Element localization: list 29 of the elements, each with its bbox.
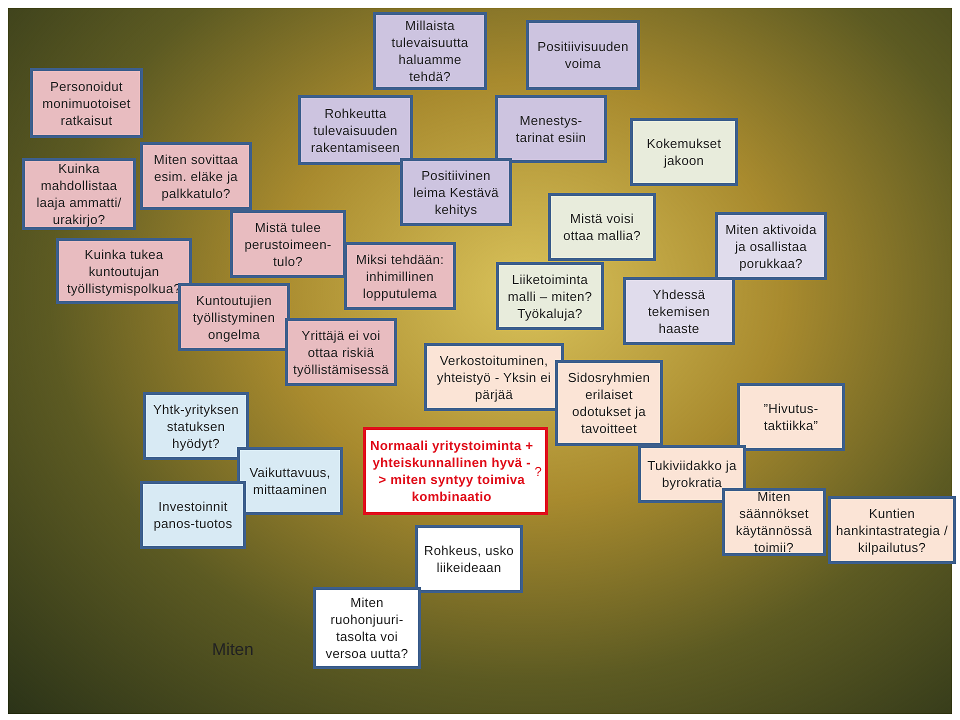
sticky-note: Miten säännökset käytännössä toimii? [722, 488, 826, 556]
sticky-note: Miksi tehdään: inhimillinen lopputulema [344, 242, 456, 310]
sticky-note: Kuntien hankintastrategia / kilpailutus? [828, 496, 956, 564]
sticky-note: Kuinka tukea kuntoutujan työllistymispolkua? [56, 238, 192, 304]
sticky-note: Mistä tulee perustoimeen- tulo? [230, 210, 346, 278]
sticky-note: Liiketoiminta malli – miten? Työkaluja? [496, 262, 604, 330]
sticky-note: Investoinnit panos-tuotos [140, 481, 246, 549]
sticky-note: ”Hivutus- taktiikka” [737, 383, 845, 451]
sticky-note: Positiivinen leima Kestävä kehitys [400, 158, 512, 226]
sticky-note: Miten aktivoida ja osallistaa porukkaa? [715, 212, 827, 280]
sticky-note: Kuntoutujien työllistyminen ongelma [178, 283, 290, 351]
sticky-note: Menestys- tarinat esiin [495, 95, 607, 163]
sticky-note: Kuinka mahdollistaa laaja ammatti/ urakirjo? [22, 158, 136, 230]
sticky-note: Yrittäjä ei voi ottaa riskiä työllistämisessä [285, 318, 397, 386]
sticky-note: Yhtk-yrityksen statuksen hyödyt? [143, 392, 249, 460]
sticky-note: Miten ruohonjuuri- tasolta voi versoa uutta? [313, 587, 421, 669]
sticky-note: Miten sovittaa esim. eläke ja palkkatulo? [140, 142, 252, 210]
sticky-note: Millaista tulevaisuutta haluamme tehdä? [373, 12, 487, 90]
sticky-note: Kokemukset jakoon [630, 118, 738, 186]
sticky-note: Rohkeutta tulevaisuuden rakentamiseen [298, 95, 413, 165]
sticky-note: Mistä voisi ottaa mallia? [548, 193, 656, 261]
sticky-note: Tukiviidakko ja byrokratia [638, 445, 746, 503]
sticky-note: Personoidut monimuotoiset ratkaisut [30, 68, 143, 138]
sticky-note: Rohkeus, usko liikeideaan [415, 525, 523, 593]
sticky-note: Verkostoituminen, yhteistyö - Yksin ei pärjää [424, 343, 564, 411]
sticky-note: Positiivisuuden voima [526, 20, 640, 90]
sticky-note: Yhdessä tekemisen haaste [623, 277, 735, 345]
sticky-note: Vaikuttavuus, mittaaminen [237, 447, 343, 515]
sticky-note: Sidosryhmien erilaiset odotukset ja tavoitteet [555, 360, 663, 446]
